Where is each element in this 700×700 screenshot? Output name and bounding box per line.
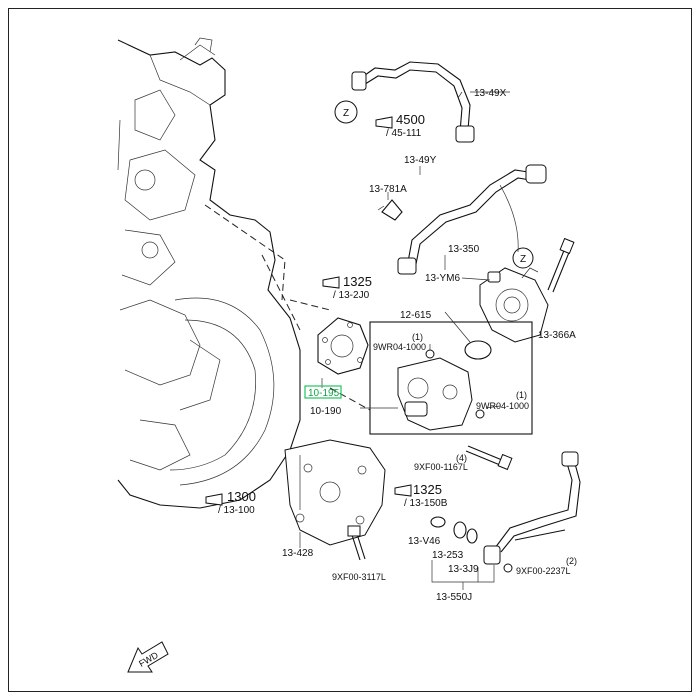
reference-arrow-icon xyxy=(205,493,223,506)
housing-10-190-group xyxy=(369,321,533,435)
label-13-550j: 13-550J xyxy=(436,592,472,603)
svg-text:Z: Z xyxy=(520,254,526,265)
label-9wr04-1000-a: 9WR04-1000 xyxy=(373,342,426,352)
label-qty-4: (4) xyxy=(456,453,467,463)
engine-block-drawing xyxy=(117,37,301,509)
label-9xf00-1167l: 9XF00-1167L xyxy=(414,462,468,472)
seal-parts xyxy=(430,516,478,544)
label-1325-mid: 1325 xyxy=(413,482,442,497)
clip-13-781a xyxy=(377,192,403,221)
bolt-13-366a xyxy=(547,237,575,293)
fuel-line-13-49x xyxy=(351,61,475,143)
label-13-428: 13-428 xyxy=(282,548,314,559)
reference-arrow-icon xyxy=(394,484,412,497)
reference-arrow-icon xyxy=(375,116,393,129)
highlight-box xyxy=(304,385,342,399)
diagram-frame xyxy=(8,8,692,692)
label-13-3j9: 13-3J9 xyxy=(448,564,479,575)
label-13-2j0: / 13-2J0 xyxy=(333,290,370,301)
label-45-111: / 45-111 xyxy=(386,128,422,139)
label-10-190: 10-190 xyxy=(310,406,342,417)
label-qty-2: (2) xyxy=(566,556,577,566)
label-9xf00-2237l: 9XF00-2237L xyxy=(516,566,571,576)
label-13-253: 13-253 xyxy=(432,550,464,561)
high-pressure-pump xyxy=(479,267,549,343)
label-13-v46: 13-V46 xyxy=(408,536,441,547)
z-reference-right: Z xyxy=(512,247,534,269)
label-13-100: / 13-100 xyxy=(218,505,255,516)
svg-text:Z: Z xyxy=(343,108,349,119)
fuel-pipe-13-550j xyxy=(483,451,581,573)
z-reference-top: Z xyxy=(334,100,358,124)
label-1325-top: 1325 xyxy=(343,274,372,289)
label-9xf00-3117l: 9XF00-3117L xyxy=(332,572,386,582)
label-13-ym6: 13-YM6 xyxy=(425,273,460,284)
label-12-615: 12-615 xyxy=(400,310,432,321)
bolt-9xf00-1167l xyxy=(465,445,513,471)
label-1300: 1300 xyxy=(227,489,256,504)
label-4500: 4500 xyxy=(396,112,425,127)
label-qty-1a: (1) xyxy=(412,332,423,342)
label-9wr04-1000-b: 9WR04-1000 xyxy=(476,401,529,411)
label-qty-1b: (1) xyxy=(516,390,527,400)
label-13-366a: 13-366A xyxy=(538,330,576,341)
reference-arrow-icon xyxy=(322,276,340,289)
label-13-350: 13-350 xyxy=(448,244,480,255)
gasket-10-195 xyxy=(317,317,369,375)
fwd-arrow-icon: FWD xyxy=(127,641,169,673)
label-13-49y: 13-49Y xyxy=(404,155,437,166)
fuel-line-13-49y xyxy=(397,164,547,275)
label-13-781a: 13-781A xyxy=(369,184,407,195)
label-10-195: 10-195 xyxy=(308,388,340,399)
bracket-13-428 xyxy=(284,439,386,546)
label-13-49x: 13-49X xyxy=(474,88,507,99)
bolt-9xf00-3117l xyxy=(347,525,366,561)
label-13-150b: / 13-150B xyxy=(404,498,448,509)
